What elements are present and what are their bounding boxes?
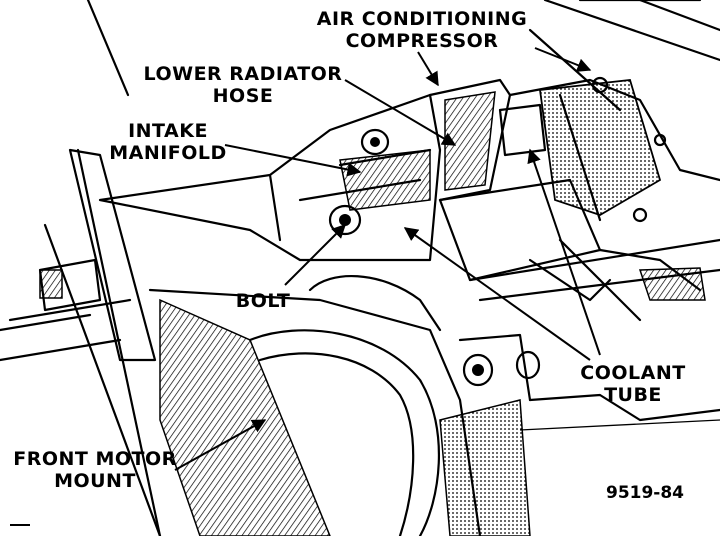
left-bracket xyxy=(0,148,157,362)
leader-lines xyxy=(10,47,601,526)
label-ac-compressor: AIR CONDITIONING COMPRESSOR xyxy=(316,8,528,52)
label-lower-radiator-hose: LOWER RADIATOR HOSE xyxy=(143,63,343,107)
figure-number: 9519-84 xyxy=(605,483,685,503)
compressor-shape xyxy=(428,76,720,223)
label-intake-manifold: INTAKE MANIFOLD xyxy=(109,120,227,164)
label-coolant-tube: COOLANT TUBE xyxy=(580,362,686,406)
label-bolt: BOLT xyxy=(235,290,291,312)
motor-mount-shape xyxy=(148,275,720,536)
label-front-motor-mount: FRONT MOTOR MOUNT xyxy=(13,448,177,492)
coolant-tube-shape xyxy=(438,178,720,322)
